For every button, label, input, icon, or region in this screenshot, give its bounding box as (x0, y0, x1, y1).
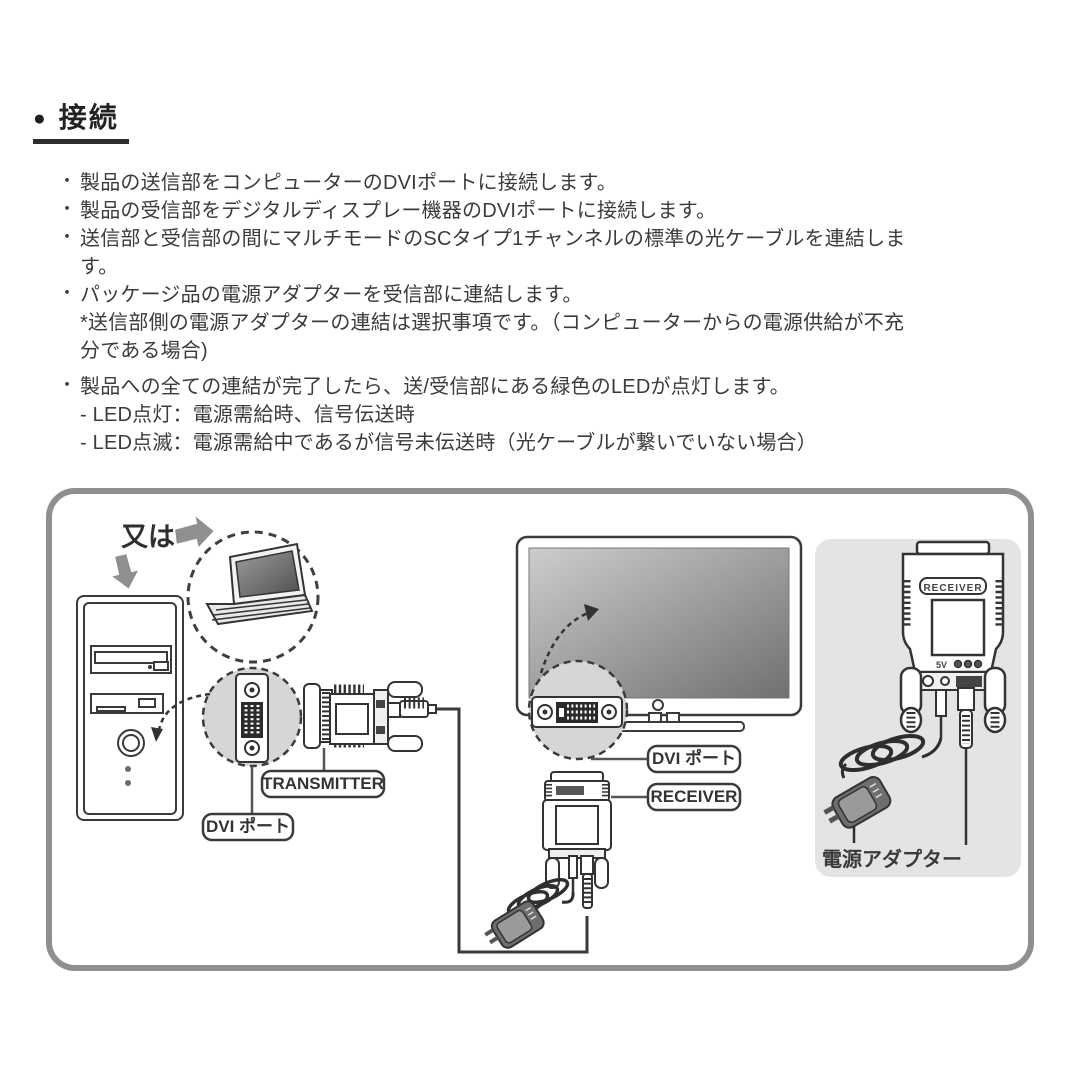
arrow-right-icon (172, 511, 217, 552)
instruction-line: - LED点滅：電源需給中であるが信号未伝送時（光ケーブルが繋いでいない場合） (58, 426, 1033, 454)
instruction-line: 分である場合) (58, 334, 1033, 362)
instruction-text: 送信部と受信部の間にマルチモードのSCタイプ1チャンネルの標準の光ケーブルを連結… (80, 227, 906, 250)
bullet-marker: ・ (58, 171, 76, 191)
instruction-list: ・製品の送信部をコンピューターのDVIポートに接続します。 ・製品の受信部をデジ… (58, 166, 1033, 454)
receiver-label: RECEIVER (646, 782, 742, 812)
dvi-port-label-left: DVI ポート (201, 812, 295, 842)
transmitter-label-text: TRANSMITTER (262, 774, 384, 793)
receiver-device-text: RECEIVER (923, 583, 982, 594)
receiver-voltage-text: 5V (936, 660, 947, 670)
power-adapter-right (823, 734, 943, 843)
instruction-line: ・パッケージ品の電源アダプターを受信部に連結します。 (58, 278, 1033, 306)
instruction-text: *送信部側の電源アダプターの連結は選択事項です。（コンピューターからの電源供給が… (80, 311, 905, 334)
bullet-marker: ・ (58, 227, 76, 247)
dvi-connector-horizontal (531, 696, 623, 728)
instruction-text: 製品の受信部をデジタルディスプレー機器のDVIポートに接続します。 (80, 199, 717, 222)
arrowhead-to-tower-icon (151, 727, 163, 742)
arrow-to-tower (157, 692, 211, 731)
dvi-connector-vertical (235, 673, 269, 763)
instruction-line: ・製品の送信部をコンピューターのDVIポートに接続します。 (58, 166, 1033, 194)
bullet-marker: ・ (58, 283, 76, 303)
arrow-to-screen (539, 611, 589, 674)
power-adapter-center (484, 878, 575, 949)
instruction-text: - LED点灯：電源需給時、信号伝送時 (80, 403, 415, 426)
receiver-label-text: RECEIVER (651, 787, 738, 806)
dvi-port-label-tv-text: DVI ポート (652, 748, 736, 768)
instruction-text: - LED点滅：電源需給中であるが信号未伝送時（光ケーブルが繋いでいない場合） (80, 431, 817, 454)
desktop-tower (76, 595, 184, 821)
instruction-line: ・送信部と受信部の間にマルチモードのSCタイプ1チャンネルの標準の光ケーブルを連… (58, 222, 1033, 250)
instruction-text: パッケージ品の電源アダプターを受信部に連結します。 (80, 283, 583, 306)
arrowhead-to-screen-icon (584, 604, 599, 621)
bullet-marker: ・ (58, 199, 76, 219)
instruction-line: - LED点灯：電源需給時、信号伝送時 (58, 398, 1033, 426)
power-adapter-label: 電源アダプター (822, 847, 962, 871)
receiver-enlarged (899, 540, 1007, 845)
section-heading: ● 接続 (33, 104, 129, 144)
pc-dvi-circle (151, 666, 303, 814)
tv-dvi-circle (527, 659, 648, 761)
instruction-line: *送信部側の電源アダプターの連結は選択事項です。（コンピューターからの電源供給が… (58, 306, 1033, 334)
instruction-text: 製品の送信部をコンピューターのDVIポートに接続します。 (80, 171, 617, 194)
arrow-down-icon (107, 551, 142, 592)
instruction-text: 分である場合) (80, 339, 208, 362)
laptop-circle (186, 530, 320, 664)
dvi-port-label-tv: DVI ポート (646, 744, 742, 774)
instruction-text: す。 (80, 255, 119, 278)
instruction-line: ・製品の受信部をデジタルディスプレー機器のDVIポートに接続します。 (58, 194, 1033, 222)
heading-bullet-icon: ● (33, 106, 46, 130)
instruction-line: す。 (58, 250, 1033, 278)
or-label: 又は (121, 522, 175, 552)
optical-cable (436, 707, 589, 954)
transmitter-device (303, 681, 437, 752)
laptop (205, 542, 314, 626)
transmitter-label: TRANSMITTER (260, 769, 386, 799)
instruction-line: ・製品への全ての連結が完了したら、送/受信部にある緑色のLEDが点灯します。 (58, 370, 1033, 398)
page-title: 接続 (58, 102, 119, 133)
instruction-text: 製品への全ての連結が完了したら、送/受信部にある緑色のLEDが点灯します。 (80, 375, 790, 398)
receiver-device (542, 771, 612, 909)
bullet-marker: ・ (58, 375, 76, 395)
dvi-port-label-left-text: DVI ポート (206, 816, 290, 836)
connection-diagram: 又は (46, 488, 1034, 971)
